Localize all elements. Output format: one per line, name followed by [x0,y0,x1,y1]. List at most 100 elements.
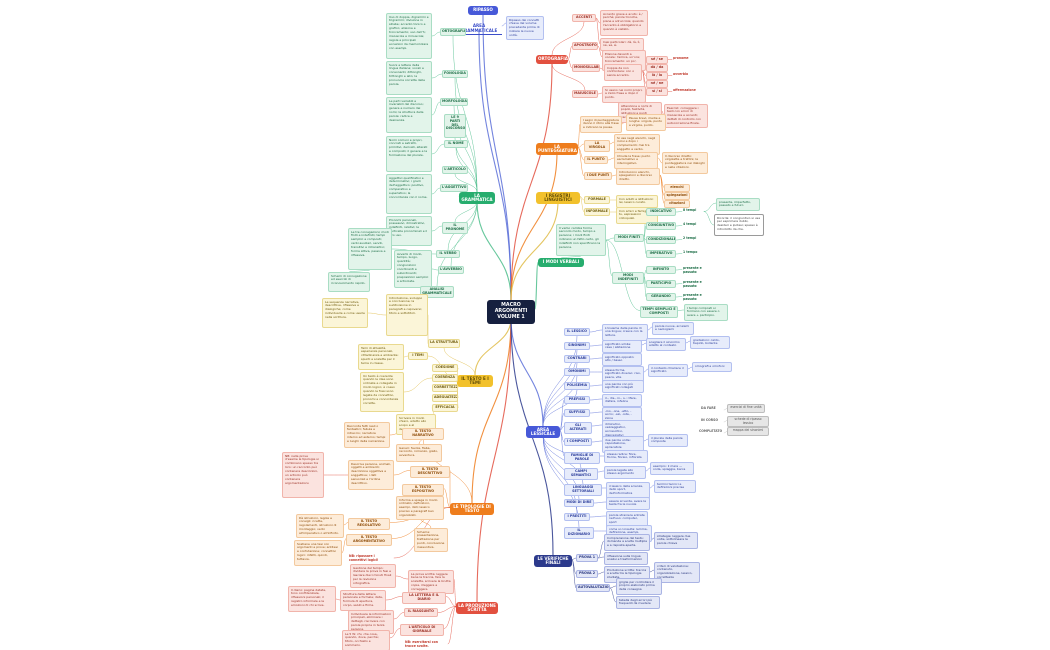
annotation-label[interactable]: COMPLETATO [699,429,723,433]
mindmap-node[interactable]: Avverbi di modo, tempo, luogo, quantità;… [394,250,432,288]
mindmap-node[interactable]: COERENZA [432,374,458,382]
mindmap-node[interactable]: Con adulti e istituzioni: lei, lessico c… [616,195,658,208]
mindmap-node[interactable]: stessa forma, significato diverso: riso,… [602,366,644,383]
mindmap-node[interactable]: Si usa negli elenchi, negli incisi e dop… [614,134,660,155]
branch-tipologie-testo[interactable]: LE TIPOLOGIE DI TESTO [450,503,494,516]
annotation-label[interactable]: NB: esercitarsi con tracce svolte. [405,640,438,648]
mindmap-node[interactable]: POLISEMIA [564,382,590,390]
annotation-label[interactable]: 1 tempo [683,250,698,254]
mindmap-node[interactable]: ANALISI GRAMMATICALE [420,286,454,298]
annotation-label[interactable]: presente e passato [683,293,702,301]
mindmap-node[interactable]: IL LESSICO [564,328,590,336]
mindmap-node[interactable]: SINONIMI [564,342,590,350]
mindmap-node[interactable]: CONDIZIONALE [646,236,676,244]
mindmap-node[interactable]: Schema: presentazione, trattazione per p… [414,528,448,553]
mindmap-node[interactable]: -ino, -one, -etto, -accio; -aio, -ista, … [602,407,642,424]
mindmap-node[interactable]: sì / si [646,88,668,96]
branch-area-grammaticale[interactable]: AREA GRAMMATICALE [456,22,502,35]
annotation-label[interactable]: 4 tempi [683,222,697,226]
mindmap-node[interactable]: I COMPOSTI [564,438,592,446]
annotation-label[interactable]: pronome [673,56,689,60]
mindmap-node[interactable]: presente, imperfetto, passato e futuro [716,198,760,211]
mindmap-node[interactable]: scegliere il sinonimo adatto al contesto [646,338,686,351]
mindmap-node[interactable]: I tempi composti si formano con essere o… [684,304,728,321]
mindmap-node[interactable]: Pause brevi, medie e lunghe: virgola, pu… [626,114,666,131]
mindmap-node[interactable]: Racconta fatti reali o fantastici; fabul… [344,422,390,448]
branch-ripasso[interactable]: RIPASSO [468,6,498,15]
mindmap-node[interactable]: termini tecnici e definizioni precise [654,480,696,493]
mindmap-node[interactable]: Esercizi: correggere i testi con errori … [664,104,708,129]
mindmap-node[interactable]: LA VIRGOLA [584,140,610,152]
mindmap-node[interactable]: Un testo è coerente quando le idee sono … [360,372,404,412]
mindmap-node[interactable]: MAIUSCOLE [572,90,598,98]
mindmap-node[interactable]: I TEMI [408,352,428,360]
mindmap-node[interactable]: L'AGGETTIVO [440,184,468,192]
mindmap-node[interactable]: PREFISSI [564,396,590,404]
mindmap-node[interactable]: Aggettivi qualificativi e determinativi;… [386,174,432,214]
branch-area-lessicale[interactable]: AREA LESSICALE [526,426,560,439]
mindmap-node[interactable]: L'ARTICOLO DI GIORNALE [400,624,444,636]
mindmap-node[interactable]: Il verbo cambia forma secondo modo, temp… [556,224,606,256]
note-node[interactable]: Ricorda: il congiuntivo si usa per espri… [714,214,764,236]
mindmap-node[interactable]: EFFICACIA [432,404,458,412]
mindmap-node[interactable]: griglie per controllare il proprio elabo… [616,578,662,595]
mindmap-node[interactable]: ADEGUATEZZA [432,394,458,402]
mindmap-node[interactable]: significato opposto: alto / basso [602,353,642,366]
mindmap-node[interactable]: essere al verde, avere la testa fra le n… [606,497,650,510]
mindmap-node[interactable]: IMPERATIVO [646,250,676,258]
mindmap-node[interactable]: I segni di punteggiatura danno il ritmo … [580,116,622,133]
branch-punteggiatura[interactable]: LA PUNTEGGIATURA [536,143,578,156]
mindmap-node[interactable]: APOSTROFO [572,42,598,50]
mindmap-node[interactable]: LA STRUTTURA [428,339,460,348]
annotation-label[interactable]: NB: ripassare i connettivi logici! [349,554,379,562]
mindmap-node[interactable]: IL TESTO REGOLATIVO [348,518,390,530]
mindmap-node[interactable]: FONOLOGIA [442,70,468,78]
mindmap-node[interactable]: Le sequenze narrative, descrittive, rifl… [322,298,368,328]
mindmap-node[interactable]: MODI FINITI [614,234,644,242]
mindmap-node[interactable]: MODI INDEFINITI [612,272,644,284]
mindmap-node[interactable]: L'ARTICOLO [442,166,468,174]
mindmap-node[interactable]: Le parti variabili e invariabili del dis… [386,97,432,133]
mindmap-node[interactable]: MONOSILLABI [572,64,600,72]
mindmap-node[interactable]: CONTRARI [564,355,590,363]
mindmap-node[interactable]: INDICATIVO [646,208,676,216]
mindmap-node[interactable]: L'AVVERBIO [438,266,464,274]
mindmap-node[interactable]: Accento grave e acuto: è / perché; parol… [600,10,648,36]
mindmap-node[interactable]: esempio: il mare — onda, spiaggia, barca [650,462,694,475]
mindmap-node[interactable]: ri-, dis-, in-, s-: rifare, disfare, inf… [602,394,642,407]
mindmap-node[interactable]: IL NOME [444,140,468,148]
mindmap-node[interactable]: Descrive persone, animali, oggetti e amb… [348,460,394,490]
mindmap-node[interactable]: FAMIGLIE DI PAROLE [564,452,600,464]
mindmap-node[interactable]: là / la [646,72,668,80]
mindmap-node[interactable]: ORTOGRAFIA [440,28,466,36]
mindmap-node[interactable]: né / ne [646,80,668,88]
mindmap-node[interactable]: spiegazioni [664,192,690,200]
mindmap-node[interactable]: una parola con più significati collegati [602,380,644,393]
branch-ortografia[interactable]: ORTOGRAFIA [536,55,568,64]
mindmap-node[interactable]: Pronomi personali, possessivi, dimostrat… [386,216,432,246]
mindmap-node[interactable]: NB: nelle prove d'esame le tipologie si … [282,452,324,498]
mindmap-node[interactable]: IL PUNTO [584,156,608,164]
mindmap-node[interactable]: CAMPI SEMANTICI [564,468,598,480]
mindmap-node[interactable]: I DUE PUNTI [584,172,612,180]
mindmap-node[interactable]: Il discorso diretto: virgolette e tratti… [662,152,708,174]
annotation-label[interactable]: avverbio [673,72,689,76]
annotation-label[interactable]: 2 tempi [683,236,697,240]
mindmap-node[interactable]: IL PRONOME [442,222,468,234]
mindmap-node[interactable]: Uso di doppie, digrammi e trigrammi; div… [386,13,432,59]
central-topic[interactable]: MACRO ARGOMENTI VOLUME 1 [487,300,535,325]
mindmap-node[interactable]: Temi di attualità, esperienze personali,… [358,344,404,370]
annotation-label[interactable]: IN CORSO [701,418,718,422]
mindmap-node[interactable]: LE 9 PARTI DEL DISCORSO [444,114,466,138]
annotation-label[interactable]: DA FARE [701,406,716,410]
mindmap-node[interactable]: IL VERBO [436,250,460,258]
branch-registri[interactable]: I REGISTRI LINGUISTICI [536,192,580,205]
mindmap-node[interactable]: LINGUAGGI SETTORIALI [564,484,602,496]
mindmap-node[interactable]: Le 5 W: chi, che cosa, quando, dove, per… [342,630,390,650]
mindmap-node[interactable]: Struttura della lettera personale e form… [340,590,386,611]
mindmap-node[interactable]: significato simile: casa / abitazione [602,340,642,353]
mindmap-node[interactable]: GERUNDIO [646,293,676,301]
mindmap-node[interactable]: PARTICIPIO [646,280,676,288]
mindmap-node[interactable]: esercizi di fine unità [727,404,765,413]
